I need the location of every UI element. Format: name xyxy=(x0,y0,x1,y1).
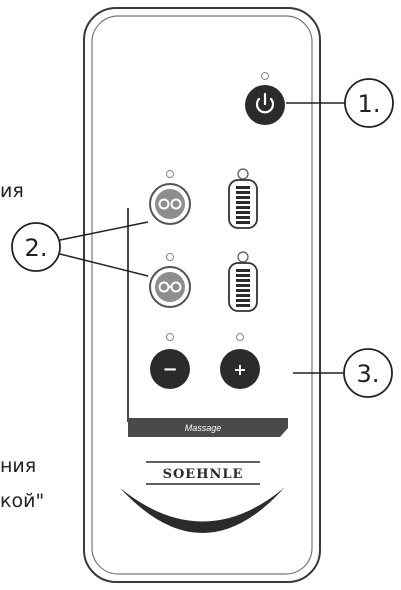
power-indicator-led xyxy=(261,72,269,80)
intensity-level-1-icon xyxy=(236,186,250,224)
plus-icon: + xyxy=(233,360,246,379)
callout-3-label: 3. xyxy=(357,360,380,388)
brand-name: SOEHNLE xyxy=(163,467,244,482)
side-text-line-1: ия xyxy=(0,180,24,202)
callout-1: 1. xyxy=(286,78,394,128)
brand-logo: SOEHNLE xyxy=(146,461,260,485)
power-icon xyxy=(255,92,275,114)
smile-arc xyxy=(120,488,284,533)
callout-2: 2. xyxy=(11,221,149,277)
minus-icon: − xyxy=(162,359,177,380)
remote-body xyxy=(83,7,321,583)
callout-1-label: 1. xyxy=(358,90,381,118)
mode-1-indicator-led xyxy=(166,170,174,178)
massage-mode-1-icon xyxy=(158,198,182,210)
minus-button[interactable]: − xyxy=(150,333,190,390)
callout-2-label: 2. xyxy=(25,234,48,262)
massage-mode-2-button[interactable] xyxy=(149,253,191,308)
side-text-line-3: кой" xyxy=(0,490,45,512)
massage-bracket: Massage xyxy=(127,208,288,437)
intensity-level-1-display xyxy=(228,168,258,229)
minus-indicator-led xyxy=(166,333,174,341)
massage-mode-1-button[interactable] xyxy=(149,170,191,225)
callout-3: 3. xyxy=(293,348,393,398)
plus-indicator-led xyxy=(236,333,244,341)
massage-label: Massage xyxy=(185,423,222,433)
massage-mode-2-icon xyxy=(158,281,182,293)
intensity-level-2-display xyxy=(228,251,258,312)
plus-button[interactable]: + xyxy=(220,333,260,390)
intensity-level-2-icon xyxy=(236,269,250,307)
mode-2-indicator-led xyxy=(166,253,174,261)
side-text-line-2: ния xyxy=(0,455,37,477)
power-button[interactable] xyxy=(245,72,285,126)
